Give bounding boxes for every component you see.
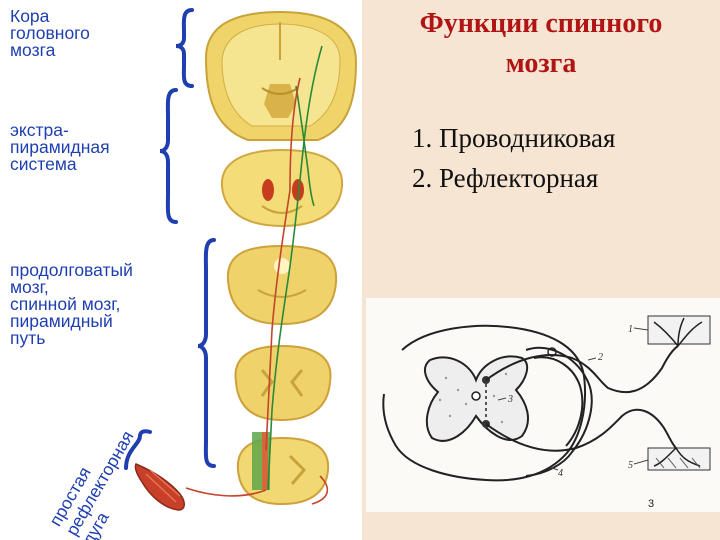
slide-title: Функции спинного мозга [362,4,720,84]
marker-4: 4 [558,468,563,479]
nervous-system-illustration [124,8,358,511]
function-item-1: 1. Проводниковая [412,123,616,153]
brace-extrapyramidal [159,88,178,224]
marker-5: 5 [628,460,633,471]
pathway-red [185,77,329,505]
midbrain-section [220,148,344,228]
pathway-green [267,45,323,491]
marker-2: 2 [598,352,603,363]
title-line-2: мозга [505,48,577,79]
brain-section [204,10,358,141]
label-cortex: Кора головного мозга [10,6,90,60]
page-number: 3 [648,498,655,510]
medulla-section [226,244,338,326]
function-item-2: 2. Рефлекторная [412,163,599,193]
title-line-1: Функции спинного [419,8,663,39]
label-medulla: продолговатый мозг, спинной мозг, пирами… [10,260,133,348]
spinal-section-upper [234,344,332,422]
reflex-arc-diagram: 1 2 3 4 5 [366,298,720,512]
marker-3: 3 [507,394,513,405]
functions-list: 1. Проводниковая 2. Рефлекторная [412,118,615,198]
reflex-arc-svg: 1 2 3 4 5 [382,315,711,482]
label-extrapyramidal: экстра- пирамидная система [10,120,110,174]
brace-medulla [197,238,216,468]
marker-1: 1 [628,324,633,335]
brace-reflex-arc [124,429,152,470]
spinal-section-lower [236,432,330,506]
muscle-icon [134,463,185,511]
brace-cortex [175,8,194,88]
